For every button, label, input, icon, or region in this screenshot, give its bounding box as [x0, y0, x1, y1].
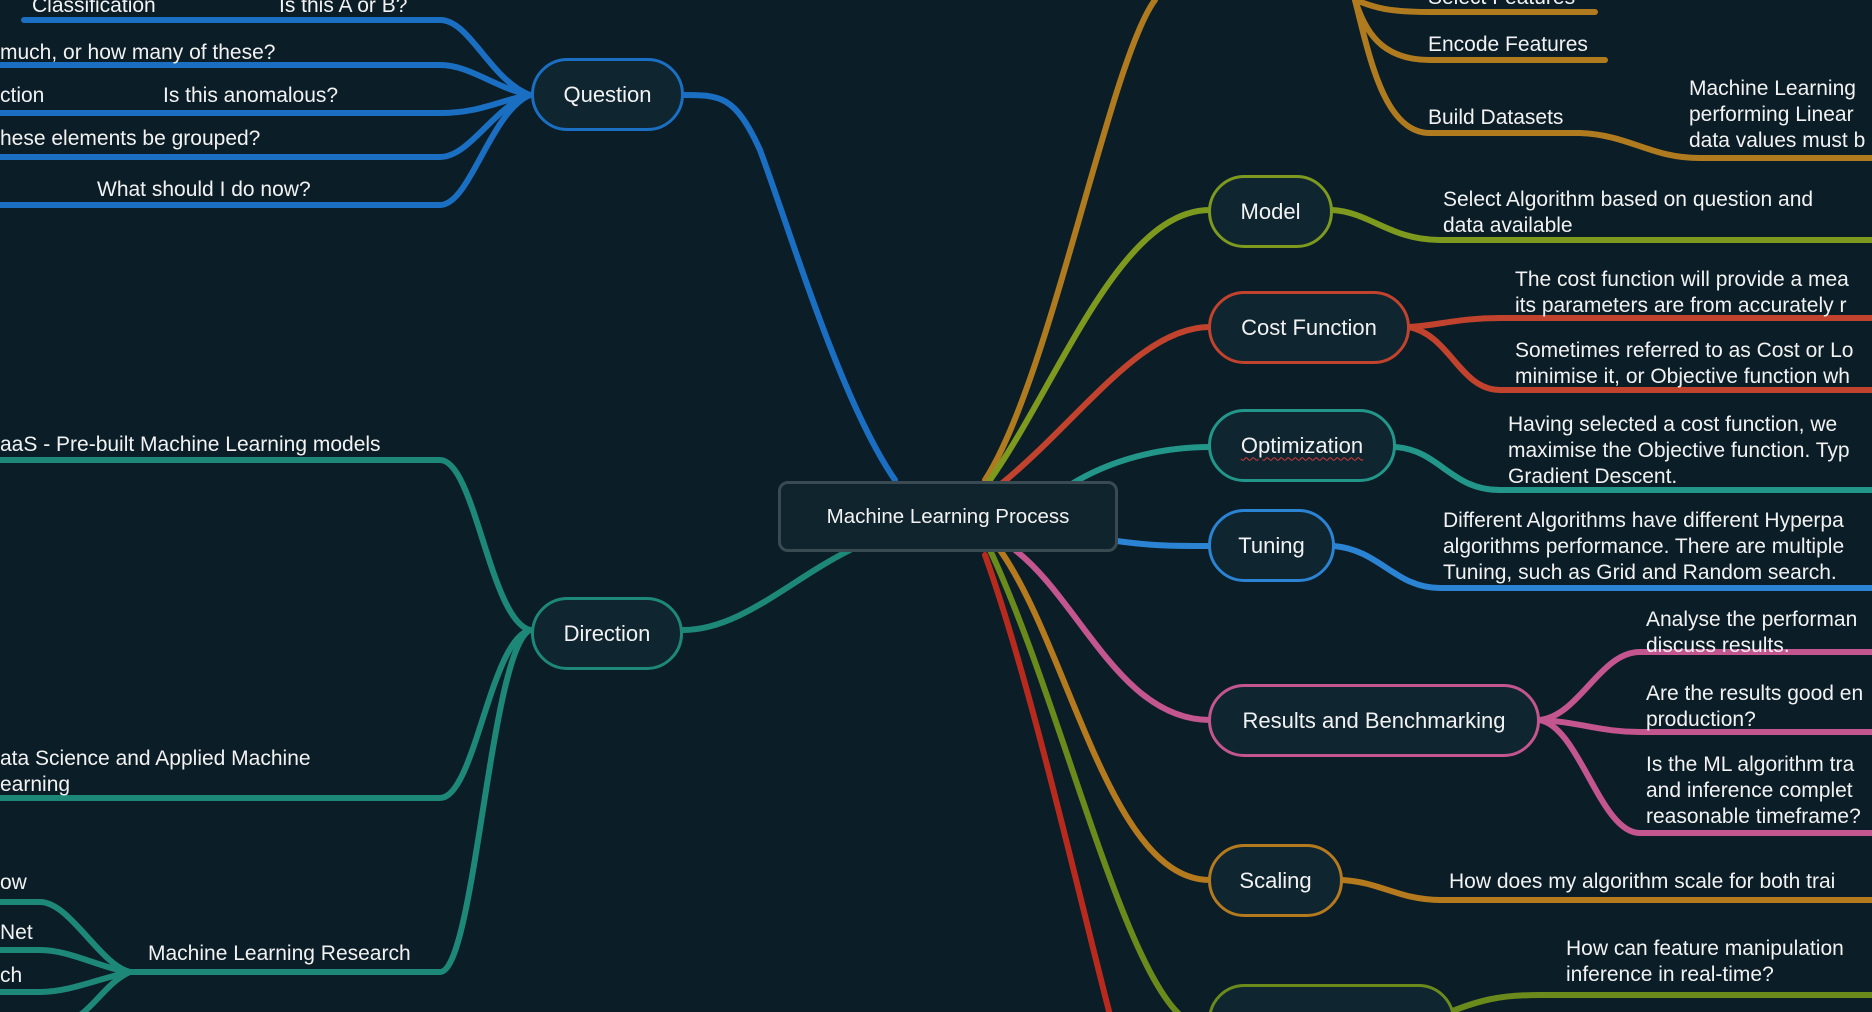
connector-results-leaf2 — [1537, 717, 1872, 735]
connector-root-red — [982, 552, 1113, 1012]
node-optimization[interactable]: Optimization — [1208, 409, 1396, 482]
direction-label: Direction — [563, 620, 651, 646]
connector-model-leaf — [1329, 207, 1872, 243]
connector-results-leaf3 — [1537, 717, 1872, 836]
connector-root-scaling — [997, 547, 1213, 883]
connector-root-results — [1012, 547, 1213, 723]
connector-prepare-select — [1352, 0, 1598, 15]
cost-leaf1-line2: its parameters are from accurately r — [1515, 294, 1847, 317]
connector-optimization-leaf — [1392, 444, 1872, 493]
connector-build-ml — [1577, 130, 1872, 161]
direction-leaf-research: Machine Learning Research — [148, 942, 411, 965]
research-leaf-ch: ch — [0, 964, 23, 987]
connector-scaling-leaf — [1339, 877, 1872, 903]
scaling-label: Scaling — [1239, 867, 1312, 893]
cost-leaf2-line1: Sometimes referred to as Cost or Lo — [1515, 339, 1854, 362]
results-label: Results and Benchmarking — [1242, 707, 1506, 733]
build-datasets-leaf-line3: data values must b — [1689, 129, 1866, 152]
build-datasets-leaf-line2: performing Linear — [1689, 103, 1854, 126]
node-scaling[interactable]: Scaling — [1208, 844, 1343, 917]
tuning-leaf-line3: Tuning, such as Grid and Random search. — [1443, 561, 1837, 584]
optimization-leaf-line1: Having selected a cost function, we — [1508, 413, 1838, 436]
prepare-leaf-build-datasets: Build Datasets — [1428, 106, 1564, 129]
build-datasets-leaf-line1: Machine Learning — [1689, 77, 1856, 100]
prepare-leaf-encode-features: Encode Features — [1428, 33, 1588, 56]
connector-root-deploy — [987, 547, 1182, 1012]
question-leaf-grouped: hese elements be grouped? — [0, 127, 261, 150]
question-leaf-is-a-or-b: Is this A or B? — [279, 0, 408, 17]
direction-leaf-ds-line1: ata Science and Applied Machine — [0, 747, 311, 770]
cost-leaf2-line2: minimise it, or Objective function wh — [1515, 365, 1850, 388]
connector-results-leaf1 — [1537, 649, 1872, 723]
node-direction[interactable]: Direction — [531, 597, 683, 670]
node-tuning[interactable]: Tuning — [1208, 509, 1335, 582]
question-leaf-what-now: What should I do now? — [97, 178, 311, 201]
root-label: Machine Learning Process — [826, 504, 1070, 528]
direction-leaf-ds-line2: earning — [0, 773, 71, 796]
node-question[interactable]: Question — [531, 58, 684, 131]
results-leaf1-line1: Analyse the performan — [1646, 608, 1858, 631]
node-results-benchmarking[interactable]: Results and Benchmarking — [1208, 684, 1540, 757]
question-leaf-how-much: much, or how many of these? — [0, 41, 276, 64]
model-leaf-line1: Select Algorithm based on question and — [1443, 188, 1814, 211]
direction-leaf-mlaas: aaS - Pre-built Machine Learning models — [0, 433, 381, 456]
results-leaf2-line2: production? — [1646, 708, 1756, 731]
tuning-label: Tuning — [1238, 532, 1305, 558]
connector-cost-leaf1 — [1406, 315, 1872, 330]
node-deployment[interactable] — [1208, 984, 1455, 1012]
connector-prepare-build — [1352, 0, 1583, 136]
connector-deploy-leaf — [1447, 992, 1872, 1012]
deployment-leaf-line2: inference in real-time? — [1566, 963, 1774, 986]
connector-root-cost — [997, 324, 1213, 488]
connector-root-question — [680, 92, 898, 483]
cost-leaf1-line1: The cost function will provide a mea — [1515, 268, 1849, 291]
question-leaf-classification: Classification — [32, 0, 156, 17]
connector-direction-ds — [0, 627, 533, 801]
question-label: Question — [563, 81, 652, 107]
node-model[interactable]: Model — [1208, 175, 1333, 248]
node-cost-function[interactable]: Cost Function — [1208, 291, 1410, 364]
model-leaf-line2: data available — [1443, 214, 1573, 237]
research-leaf-now: ow — [0, 871, 27, 894]
cost-function-label: Cost Function — [1241, 314, 1377, 340]
root-node[interactable]: Machine Learning Process — [778, 481, 1118, 552]
connector-root-model — [987, 207, 1213, 483]
connector-root-prepare — [982, 0, 1158, 483]
optimization-leaf-line3: Gradient Descent. — [1508, 465, 1678, 488]
results-leaf3-line2: and inference complet — [1646, 779, 1853, 802]
model-label: Model — [1240, 198, 1301, 224]
connector-direction-research — [127, 627, 533, 975]
deployment-leaf-line1: How can feature manipulation — [1566, 937, 1844, 960]
prepare-leaf-select-features: Select Features — [1428, 0, 1575, 11]
connector-question-what-now — [0, 92, 533, 208]
connector-cost-leaf2 — [1406, 324, 1872, 393]
results-leaf1-line2: discuss results. — [1646, 634, 1790, 657]
connector-tuning-leaf — [1331, 543, 1872, 591]
connector-root-direction — [680, 547, 853, 633]
connector-research-net — [0, 947, 133, 975]
question-leaf-is-anomalous: Is this anomalous? — [163, 84, 339, 107]
connector-question-classification — [21, 17, 533, 98]
results-leaf2-line1: Are the results good en — [1646, 682, 1864, 705]
connector-question-how-much — [0, 62, 533, 98]
optimization-leaf-line2: maximise the Objective function. Typ — [1508, 439, 1850, 462]
scaling-leaf: How does my algorithm scale for both tra… — [1449, 870, 1836, 893]
connector-direction-mlaas — [0, 457, 533, 633]
tuning-leaf-line1: Different Algorithms have different Hype… — [1443, 509, 1844, 532]
results-leaf3-line1: Is the ML algorithm tra — [1646, 753, 1855, 776]
optimization-label: Optimization — [1240, 432, 1364, 458]
connector-root-tuning — [1107, 537, 1213, 549]
results-leaf3-line3: reasonable timeframe? — [1646, 805, 1861, 828]
tuning-leaf-line2: algorithms performance. There are multip… — [1443, 535, 1845, 558]
connector-root-optimization — [1067, 444, 1213, 488]
question-leaf-anomaly-prefix: ction — [0, 84, 45, 107]
research-leaf-net: Net — [0, 921, 33, 944]
